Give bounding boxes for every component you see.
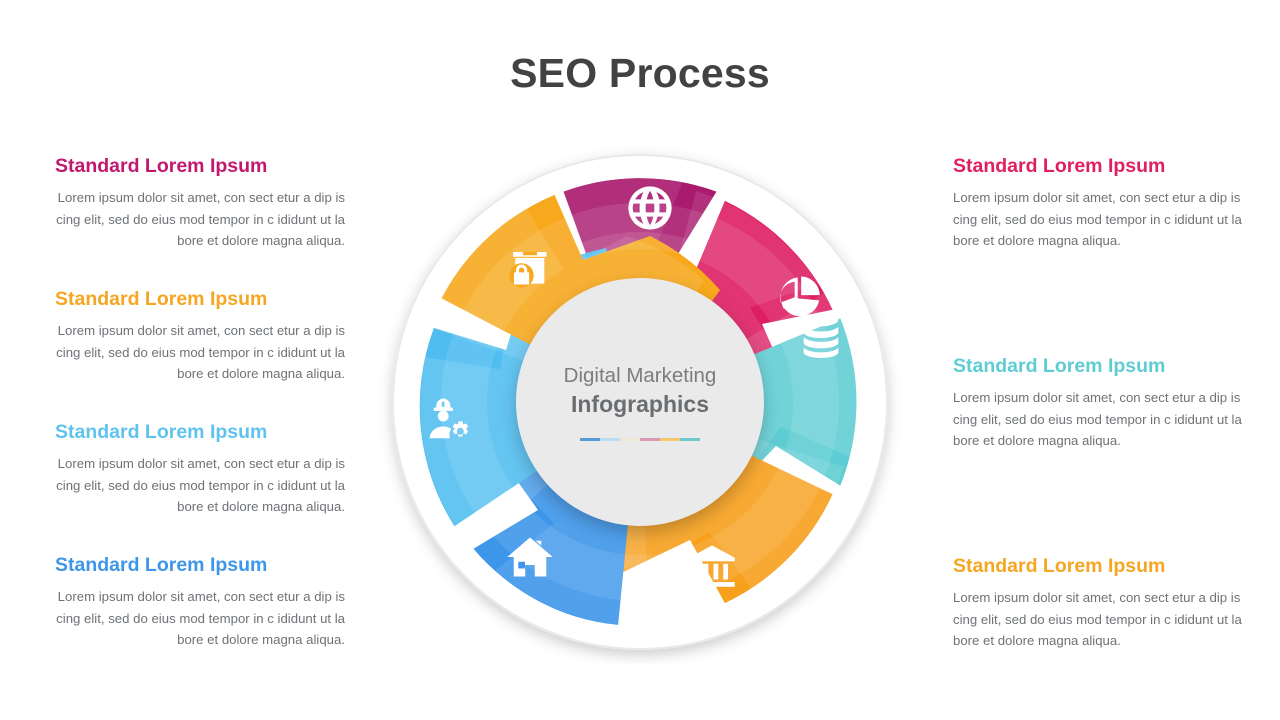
divider-seg-5 [660,438,680,442]
right-body-1: Lorem ipsum dolor sit amet, con sect etu… [953,190,1242,249]
left-heading-4: Standard Lorem Ipsum [55,554,268,576]
left-text-block-2: Standard Lorem Ipsum Lorem ipsum dolor s… [55,288,345,385]
hub-title: Infographics [570,391,709,418]
right-heading-1: Standard Lorem Ipsum [953,155,1166,177]
page-title: SEO Process [510,50,770,96]
wheel-hub: Digital Marketing Infographics [516,278,764,526]
process-wheel: Digital Marketing Infographics [378,140,902,664]
right-body-2: Lorem ipsum dolor sit amet, con sect etu… [953,390,1242,449]
left-body-4: Lorem ipsum dolor sit amet, con sect etu… [56,589,345,648]
left-body-1: Lorem ipsum dolor sit amet, con sect etu… [56,190,345,249]
left-heading-3: Standard Lorem Ipsum [55,421,268,443]
right-text-block-2: Standard Lorem Ipsum Lorem ipsum dolor s… [953,355,1243,452]
left-body-3: Lorem ipsum dolor sit amet, con sect etu… [56,456,345,515]
divider-seg-2 [600,438,620,442]
left-text-block-3: Standard Lorem Ipsum Lorem ipsum dolor s… [55,421,345,518]
left-body-2: Lorem ipsum dolor sit amet, con sect etu… [56,323,345,382]
right-text-block-3: Standard Lorem Ipsum Lorem ipsum dolor s… [953,555,1243,652]
hub-subtitle: Digital Marketing [563,363,717,387]
left-heading-1: Standard Lorem Ipsum [55,155,268,177]
left-heading-2: Standard Lorem Ipsum [55,288,268,310]
right-body-3: Lorem ipsum dolor sit amet, con sect etu… [953,590,1242,649]
divider-seg-3 [620,438,640,442]
hub-divider [580,438,700,442]
divider-seg-6 [680,438,700,442]
left-text-block-4: Standard Lorem Ipsum Lorem ipsum dolor s… [55,554,345,651]
divider-seg-1 [580,438,600,442]
left-text-block-1: Standard Lorem Ipsum Lorem ipsum dolor s… [55,155,345,252]
divider-seg-4 [640,438,660,442]
right-heading-2: Standard Lorem Ipsum [953,355,1166,377]
right-heading-3: Standard Lorem Ipsum [953,555,1166,577]
right-text-block-1: Standard Lorem Ipsum Lorem ipsum dolor s… [953,155,1243,252]
